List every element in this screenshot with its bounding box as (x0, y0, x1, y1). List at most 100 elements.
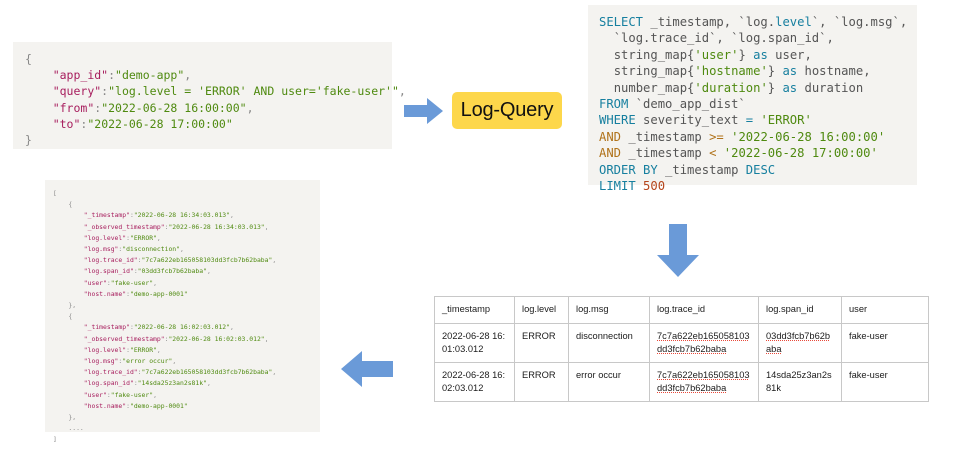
json-brace-open-1: { (68, 200, 73, 209)
resp2-key-host-name: "host.name" (83, 401, 127, 410)
sql-keyword-order-by: ORDER BY (599, 162, 658, 177)
sql-keyword-as-2: as (782, 64, 798, 79)
column-header-log-trace-id[interactable]: log.trace_id (649, 296, 759, 324)
colon: : (164, 222, 169, 231)
colon: : (129, 211, 134, 220)
resp2-value-observed-timestamp: "2022-06-28 16:02:03.012" (168, 334, 265, 343)
json-brace-close: } (25, 133, 32, 148)
comma: , (264, 334, 269, 343)
colon: : (126, 345, 130, 354)
request-value-from: "2022-06-28 16:00:00" (101, 100, 247, 115)
json-ellipsis: .... (68, 424, 84, 433)
sql-literal-hostname: 'hostname' (694, 64, 768, 79)
resp1-key-host-name: "host.name" (83, 289, 127, 298)
json-bracket-open: [ (53, 189, 57, 197)
column-header-user[interactable]: user (841, 296, 929, 324)
cell-timestamp: 2022-06-28 16:02:03.012 (434, 362, 515, 402)
arrow-right-icon (404, 96, 444, 131)
sql-alias-hostname: hostname, (804, 64, 871, 79)
resp1-key-log-span-id: "log.span_id" (83, 267, 134, 276)
sql-literal-to: '2022-06-28 17:00:00' (723, 146, 878, 161)
request-value-app-id: "demo-app" (115, 68, 185, 83)
resp2-value-timestamp: "2022-06-28 16:02:03.012" (133, 323, 230, 332)
resp2-value-log-trace-id: "7c7a622eb165058103dd3fcb7b62baba" (141, 368, 273, 377)
sql-brace: } (767, 80, 776, 95)
sql-literal-duration: 'duration' (694, 80, 768, 95)
json-brace-close-1: }, (68, 301, 77, 310)
comma: , (153, 278, 157, 287)
comma: , (230, 211, 234, 220)
comma: , (272, 256, 277, 265)
json-bracket-close: ] (53, 435, 57, 444)
colon: : (118, 357, 123, 366)
resp1-value-log-span-id: "03dd3fcb7b62baba" (137, 267, 207, 276)
column-header-log-msg[interactable]: log.msg (568, 296, 650, 324)
resp1-value-user: "fake-user" (110, 278, 154, 287)
comma: , (153, 390, 157, 399)
sql-keyword-where: WHERE (599, 113, 636, 128)
sql-brace: } (738, 47, 746, 62)
table-row[interactable]: 2022-06-28 16:02:03.012 ERROR error occu… (434, 362, 929, 402)
column-header-log-span-id[interactable]: log.span_id (758, 296, 842, 324)
request-value-to: "2022-06-28 17:00:00" (87, 116, 233, 131)
sql-col-level: level (775, 15, 812, 29)
request-key-query: "query" (52, 84, 102, 99)
sql-operator-lt: < (709, 146, 717, 161)
request-key-from: "from" (52, 100, 95, 115)
cell-log-msg: disconnection (568, 323, 650, 363)
cell-log-level: ERROR (514, 362, 569, 402)
comma: , (206, 267, 211, 276)
resp2-key-timestamp: "_timestamp" (83, 323, 130, 332)
colon: : (108, 68, 116, 83)
colon: : (137, 368, 142, 377)
sql-brace: } (767, 64, 776, 79)
sql-fn-string-map-hostname: string_map{ (613, 64, 695, 79)
resp2-key-observed-timestamp: "_observed_timestamp" (83, 334, 165, 343)
resp1-value-host-name: "demo-app-0001" (129, 289, 188, 298)
resp1-key-log-trace-id: "log.trace_id" (83, 256, 138, 265)
cell-user: fake-user (841, 323, 929, 363)
colon: : (118, 245, 123, 254)
colon: : (126, 289, 130, 298)
json-brace-close-2: }, (68, 413, 77, 422)
resp2-value-log-msg: "error occur" (122, 357, 173, 366)
resp2-key-log-span-id: "log.span_id" (83, 379, 134, 388)
resp1-value-observed-timestamp: "2022-06-28 16:34:03.013" (168, 222, 265, 231)
colon: : (133, 379, 138, 388)
colon: : (133, 267, 138, 276)
sql-keyword-and-2: AND (599, 146, 622, 161)
sql-keyword-and-1: AND (599, 129, 622, 144)
sql-keyword-select: SELECT (599, 15, 644, 29)
cell-log-msg: error occur (568, 362, 650, 402)
resp1-value-log-trace-id: "7c7a622eb165058103dd3fcb7b62baba" (141, 256, 273, 265)
column-header-timestamp[interactable]: _timestamp (434, 296, 515, 324)
resp2-value-log-level: "ERROR" (129, 345, 157, 354)
comma: , (264, 222, 269, 231)
resp2-key-log-msg: "log.msg" (83, 357, 119, 366)
sql-col-ts-2: _timestamp (628, 146, 702, 161)
resp1-key-log-msg: "log.msg" (83, 245, 119, 254)
resp2-key-user: "user" (83, 390, 107, 399)
sql-col-timestamp: _timestamp, `log. (650, 15, 776, 29)
request-value-query: "log.level = 'ERROR' AND user='fake-user… (108, 84, 399, 99)
sql-col-ts-1: _timestamp (628, 129, 702, 144)
resp1-value-timestamp: "2022-06-28 16:34:03.013" (133, 211, 230, 220)
colon: : (137, 256, 142, 265)
comma: , (272, 368, 277, 377)
table-row[interactable]: 2022-06-28 16:01:03.012 ERROR disconnect… (434, 323, 929, 363)
comma: , (230, 323, 234, 332)
log-query-badge-label: Log-Query (460, 99, 554, 121)
sql-fn-number-map-duration: number_map{ (613, 80, 695, 95)
comma: , (184, 68, 192, 83)
column-header-log-level[interactable]: log.level (514, 296, 569, 324)
request-key-app-id: "app_id" (52, 68, 109, 83)
arrow-left-icon (340, 350, 394, 393)
cell-log-trace-id: 7c7a622eb165058103dd3fcb7b62baba (649, 362, 759, 402)
resp2-value-host-name: "demo-app-0001" (129, 401, 188, 410)
sql-keyword-desc: DESC (745, 162, 776, 177)
resp1-key-log-level: "log.level" (83, 233, 127, 242)
comma: , (206, 379, 211, 388)
resp2-key-log-trace-id: "log.trace_id" (83, 368, 138, 377)
sql-alias-user: user, (775, 47, 812, 62)
colon: : (94, 100, 102, 115)
